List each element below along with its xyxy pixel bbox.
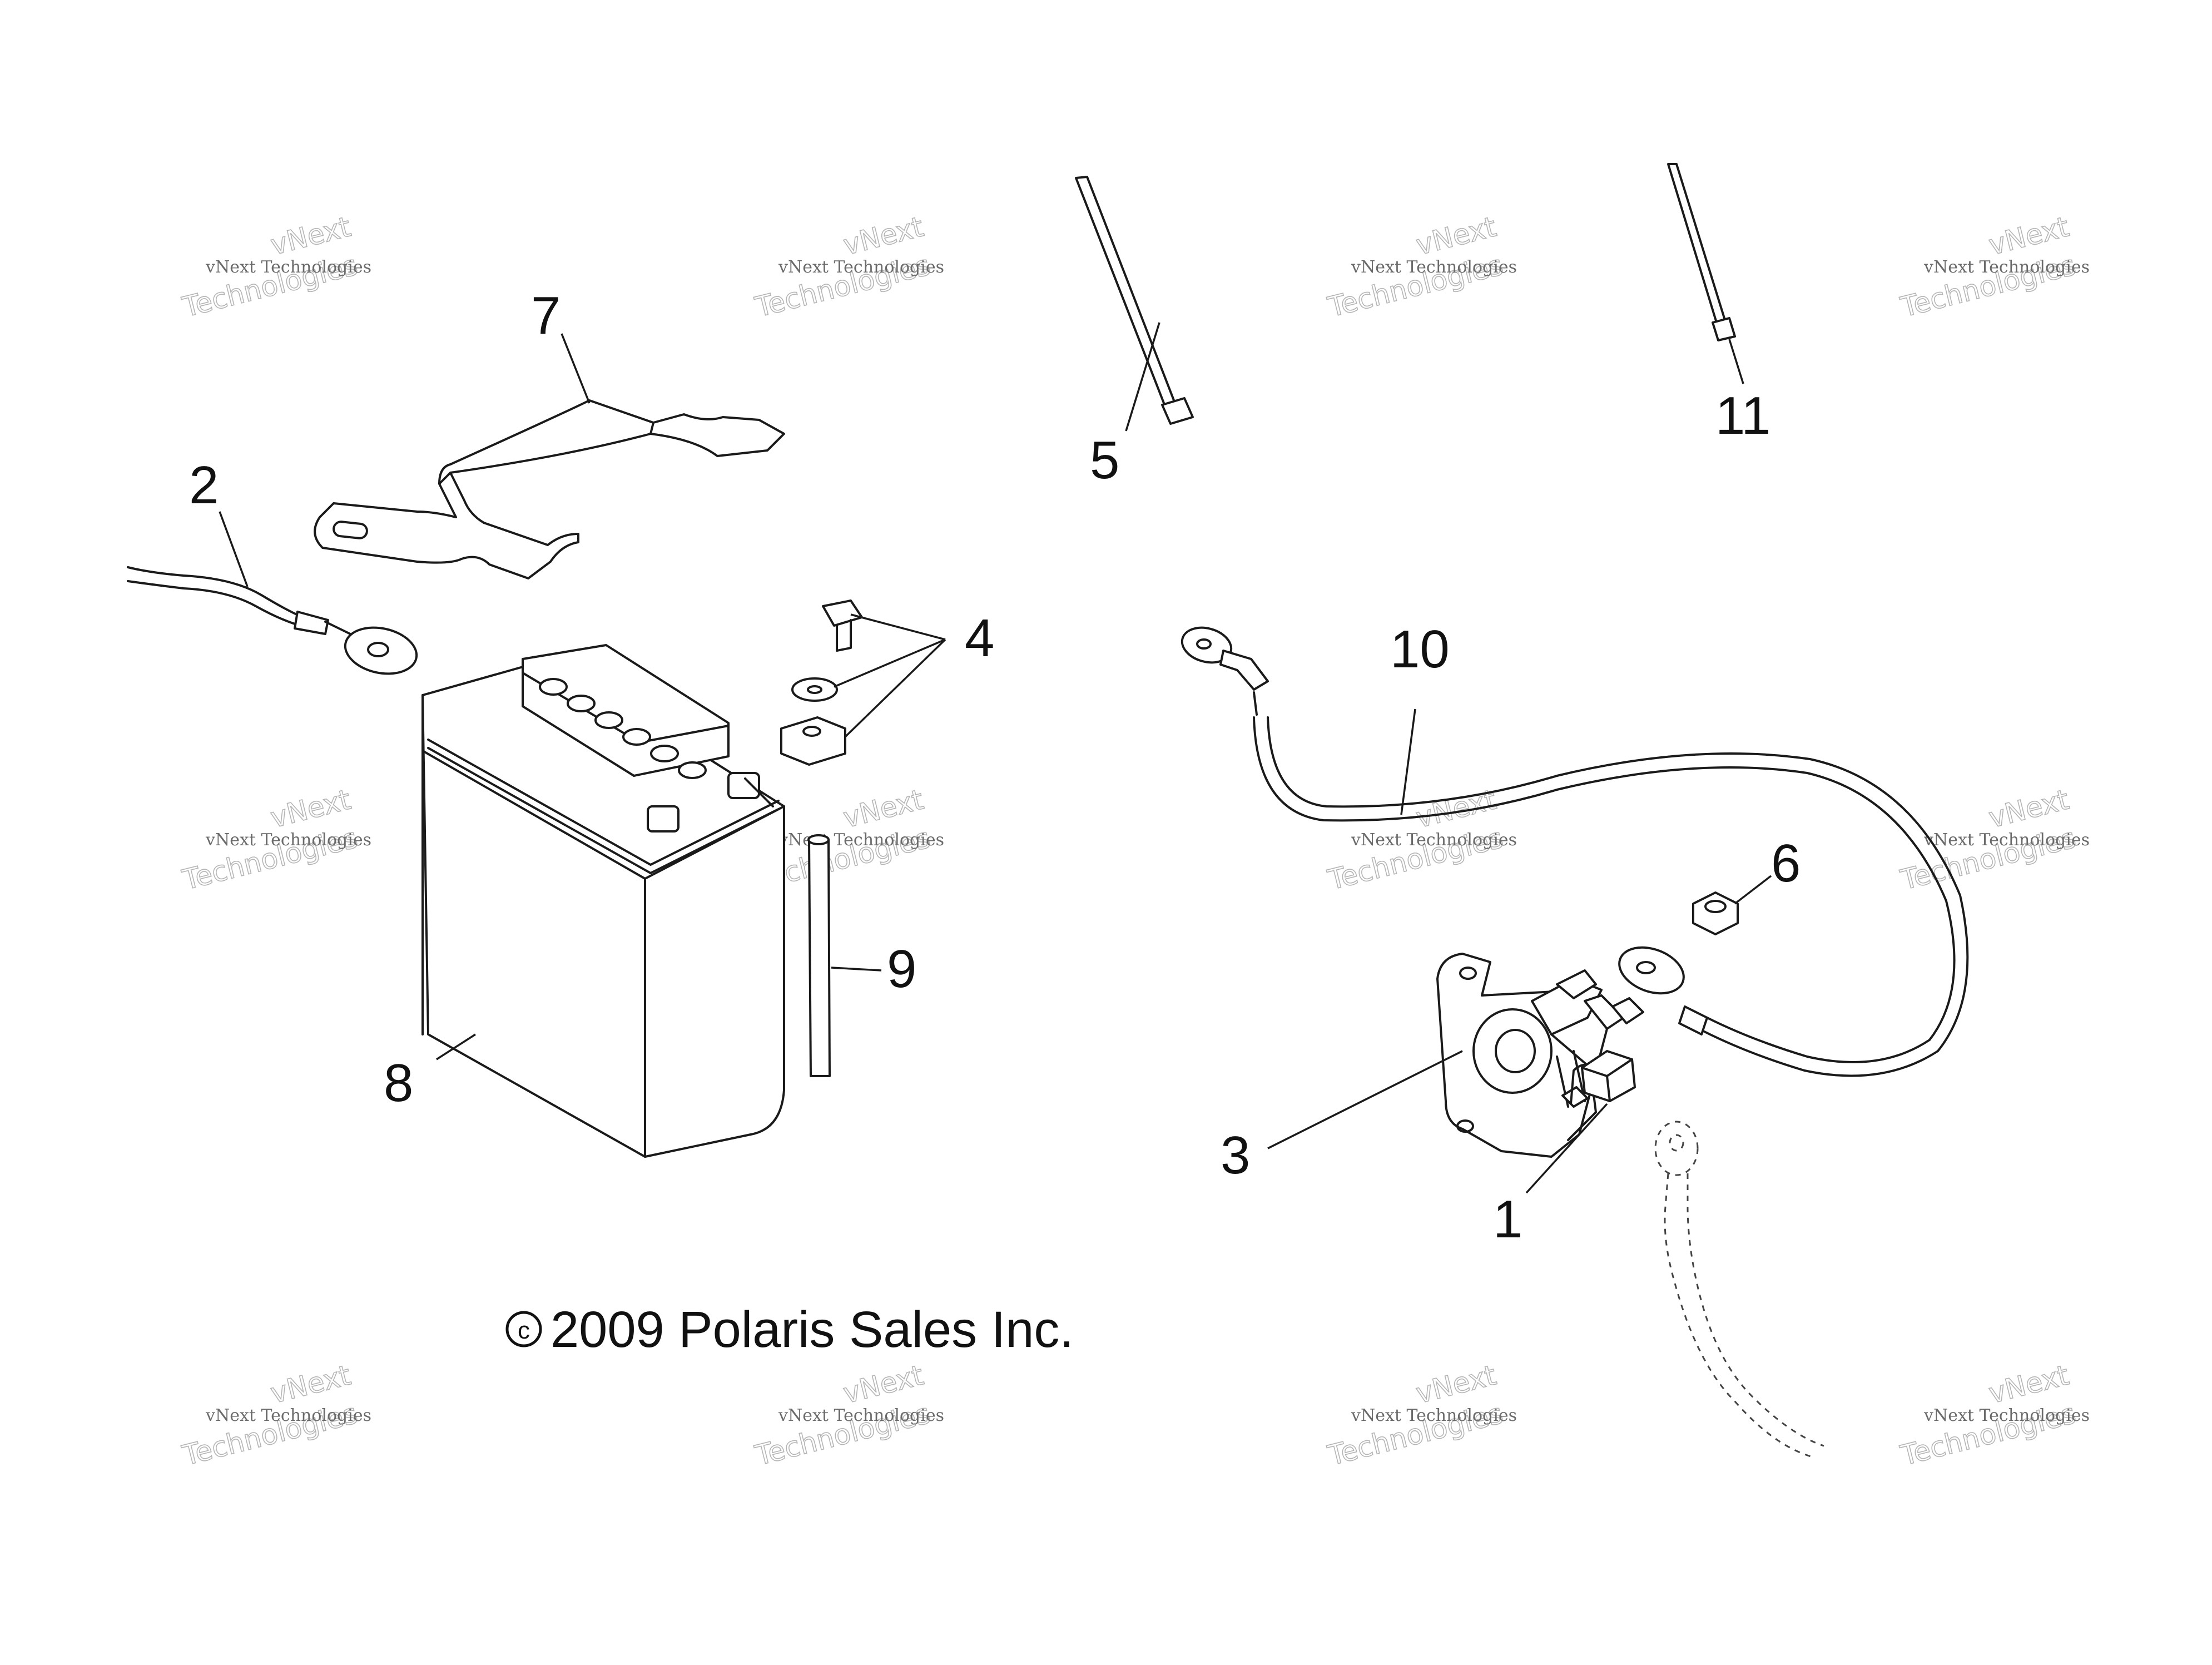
watermark: vNext Technologies vNext Technologies — [1324, 210, 1517, 324]
leader-3 — [1267, 1050, 1463, 1149]
watermark: vNext Technologies vNext Technologies — [751, 1359, 944, 1473]
watermark: vNext Technologies vNext Technologies — [178, 210, 371, 324]
part-10-cable — [1181, 626, 1969, 1077]
callout-5: 5 — [1090, 430, 1119, 490]
watermark: vNext Technologies vNext Technologies — [178, 783, 371, 897]
leader-1 — [1525, 1103, 1608, 1194]
watermark-small: vNext Technologies — [778, 1406, 944, 1425]
leader-lines — [219, 322, 1772, 1194]
leader-4-bolt — [850, 613, 946, 641]
bolt-head — [822, 599, 863, 627]
reference-cable-dashed — [1654, 1121, 1824, 1458]
leader-6 — [1734, 875, 1772, 905]
part-11-cable-tie — [1667, 163, 1736, 341]
callout-2: 2 — [189, 455, 219, 515]
part-5-cable-tie — [1075, 176, 1194, 425]
battery-vent-caps — [539, 678, 707, 779]
callout-1: 1 — [1493, 1190, 1522, 1249]
copyright-text: 2009 Polaris Sales Inc. — [550, 1301, 1074, 1358]
callout-7: 7 — [531, 286, 561, 345]
watermark-small: vNext Technologies — [1351, 1406, 1517, 1425]
leader-4-washer — [834, 638, 946, 688]
callout-8: 8 — [384, 1053, 413, 1113]
watermark: vNext Technologies vNext Technologies — [1324, 783, 1517, 897]
leader-5 — [1125, 322, 1160, 432]
watermark-small: vNext Technologies — [205, 830, 371, 850]
part-7-battery-strap — [314, 399, 785, 579]
callout-11: 11 — [1715, 386, 1771, 445]
part-4-hardware — [780, 599, 863, 766]
part-6-nut — [1692, 891, 1739, 935]
copyright-symbol-icon — [505, 1311, 542, 1347]
leader-8 — [436, 1033, 476, 1061]
battery-terminal — [647, 805, 680, 832]
part-3-solenoid — [1436, 953, 1644, 1158]
watermark: vNext Technologies vNext Technologies — [1897, 210, 2090, 324]
callout-10: 10 — [1390, 620, 1450, 679]
watermark-small: vNext Technologies — [1923, 257, 2090, 277]
part-1-bolt — [1561, 1050, 1636, 1108]
watermark: vNext Technologies vNext Technologies — [178, 1359, 371, 1473]
watermark-small: vNext Technologies — [205, 257, 371, 277]
washer — [791, 677, 838, 702]
watermark: vNext Technologies vNext Technologies — [1324, 1359, 1517, 1473]
watermark-small: vNext Technologies — [205, 1406, 371, 1425]
part-8-battery — [421, 644, 785, 1158]
watermark-small: vNext Technologies — [778, 830, 944, 850]
part-9-vent-tube — [807, 834, 831, 1077]
callout-6: 6 — [1771, 834, 1801, 893]
battery-terminal — [727, 772, 760, 799]
watermark-small: vNext Technologies — [1923, 830, 2090, 850]
watermark: vNext Technologies vNext Technologies — [751, 210, 944, 324]
callout-4: 4 — [965, 608, 994, 668]
leader-2 — [219, 511, 249, 587]
watermark-small: vNext Technologies — [1923, 1406, 2090, 1425]
copyright-notice: c 2009 Polaris Sales Inc. — [505, 1301, 1074, 1358]
leader-10 — [1400, 708, 1416, 815]
copyright-symbol-letter: c — [518, 1317, 530, 1344]
watermark-small: vNext Technologies — [1351, 830, 1517, 850]
leader-9 — [831, 967, 882, 972]
leader-4-nut — [844, 638, 946, 738]
watermark: vNext Technologies vNext Technologies — [1897, 1359, 2090, 1473]
part-2-battery-cable — [127, 566, 418, 675]
watermark-small: vNext Technologies — [778, 257, 944, 277]
nut-block — [780, 716, 846, 766]
watermark-small: vNext Technologies — [1351, 257, 1517, 277]
callout-9: 9 — [887, 939, 916, 999]
leader-11 — [1728, 339, 1744, 384]
leader-7 — [561, 333, 591, 404]
callout-labels: 7 2 4 5 11 10 6 9 8 3 1 — [189, 286, 1801, 1249]
callout-3: 3 — [1221, 1126, 1250, 1185]
watermark: vNext Technologies vNext Technologies — [1897, 783, 2090, 897]
